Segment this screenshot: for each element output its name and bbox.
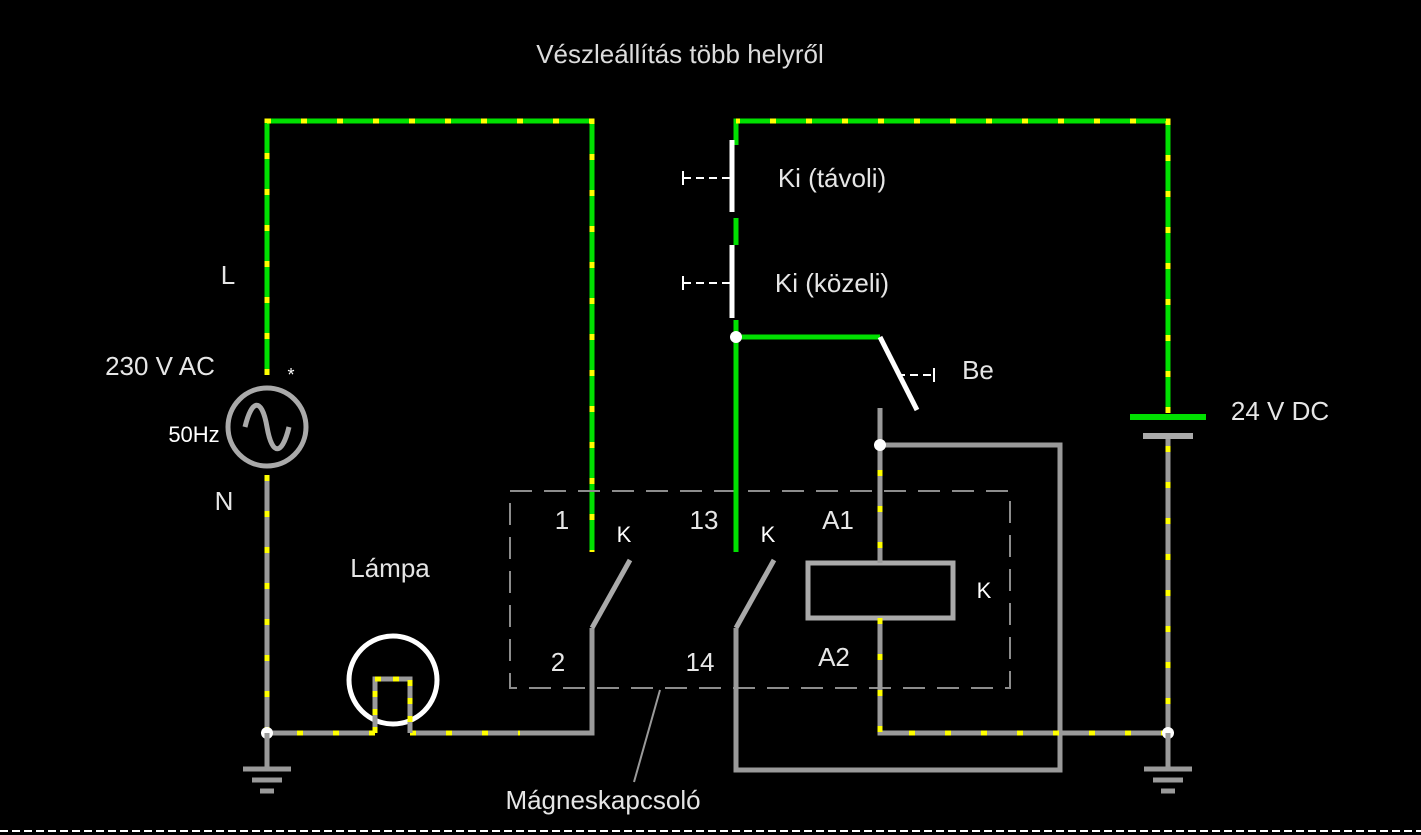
ground-icon (1144, 733, 1192, 794)
stop-local-button[interactable] (682, 245, 735, 318)
diagram-title: Vészleállítás több helyről (536, 39, 824, 69)
dc-source-label: 24 V DC (1231, 396, 1329, 426)
dc-negative-wire (877, 437, 1171, 736)
ac-frequency-label: 50Hz (168, 422, 219, 447)
lamp-label: Lámpa (350, 553, 430, 583)
ac-source-label: 230 V AC (105, 351, 215, 381)
contact2-name-label: K (761, 522, 776, 547)
main-contact-blade (589, 558, 633, 630)
start-button[interactable] (877, 335, 935, 412)
lamp-icon (346, 633, 440, 733)
control-junction-node (730, 331, 742, 343)
ac-source-icon (225, 385, 309, 469)
battery-icon (1130, 414, 1206, 439)
dc-positive-current-dots (736, 118, 1171, 413)
contact2-bottom-label: 14 (686, 647, 715, 677)
coil-bottom-label: A2 (818, 642, 850, 672)
ac-polarity-marker: * (287, 365, 294, 385)
lamp-return-wire (410, 628, 595, 736)
contact1-bottom-label: 2 (551, 647, 565, 677)
contact1-top-label: 1 (555, 505, 569, 535)
coil-junction-node (874, 439, 886, 451)
stop-remote-button[interactable] (682, 140, 735, 212)
contactor-box (509, 490, 1011, 689)
coil-name-label: K (977, 578, 992, 603)
aux-contact-blade (733, 558, 777, 630)
contactor-leader-line (633, 689, 661, 783)
self-hold-wire (733, 442, 1063, 773)
stop-remote-label: Ki (távoli) (778, 163, 886, 193)
contactor-label: Mágneskapcsoló (505, 785, 700, 815)
stop-local-label: Ki (közeli) (775, 268, 889, 298)
contact2-top-label: 13 (690, 505, 719, 535)
ac-live-current-dots (264, 118, 595, 552)
coil-top-label: A1 (822, 505, 854, 535)
start-label: Be (962, 355, 994, 385)
contact1-name-label: K (617, 522, 632, 547)
ground-icon (243, 733, 291, 794)
neutral-label: N (215, 486, 234, 516)
line-label: L (221, 260, 235, 290)
